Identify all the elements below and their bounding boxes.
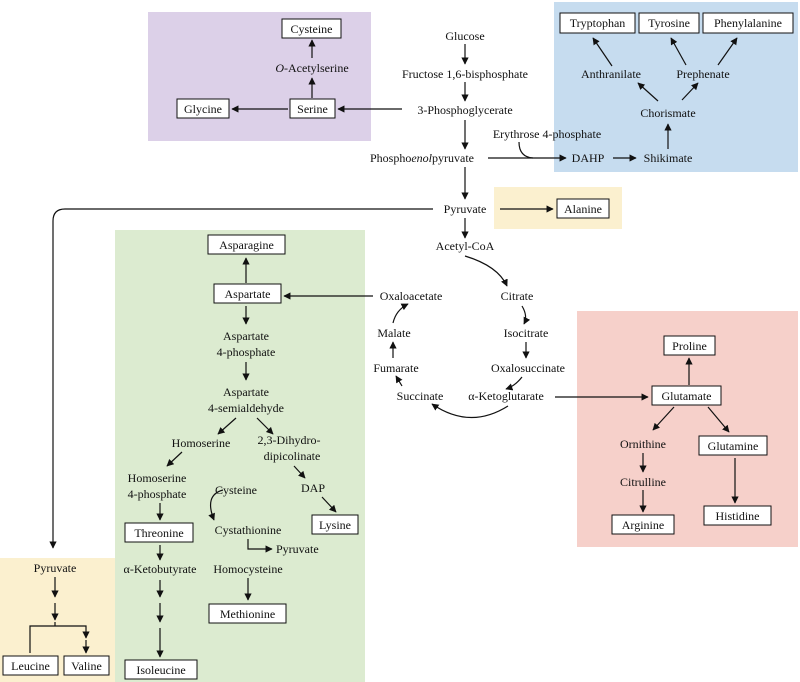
o-acetylserine-prefix: O <box>275 61 284 75</box>
phosphoglycerate-label: 3-Phosphoglycerate <box>417 103 512 117</box>
amino-acid-labels: Cysteine Glycine Serine Tryptophan Tyros… <box>11 16 782 677</box>
threonine-label: Threonine <box>134 526 183 540</box>
aspartate-label: Aspartate <box>225 287 271 301</box>
aspartate-phosphate-label-line1: Aspartate <box>223 329 269 343</box>
isocitrate-label: Isocitrate <box>504 326 549 340</box>
o-acetylserine-suffix: -Acetylserine <box>284 61 349 75</box>
threonine-box <box>124 522 194 543</box>
tryptophan-label: Tryptophan <box>570 16 626 30</box>
ornithine-label: Ornithine <box>620 437 666 451</box>
isoleucine-box <box>124 659 198 680</box>
cysteine-label: Cysteine <box>291 22 333 36</box>
serine-box <box>289 98 336 119</box>
cysteine-substrate-label: Cysteine <box>215 483 257 497</box>
pep-italic: enol <box>411 151 432 165</box>
proline-box <box>663 335 716 356</box>
fumarate-label: Fumarate <box>373 361 418 375</box>
o-acetylserine-label: O-Acetylserine <box>275 61 348 75</box>
lysine-box <box>311 514 359 535</box>
homoserine-phosphate-label-line1: Homoserine <box>128 471 187 485</box>
metabolite-labels: Glucose Fructose 1,6-bisphosphate 3-Phos… <box>34 29 730 576</box>
succinate-label: Succinate <box>397 389 444 403</box>
histidine-box <box>703 505 772 526</box>
ketoglutarate-label: α-Ketoglutarate <box>468 389 544 403</box>
chorismate-label: Chorismate <box>640 106 695 120</box>
homoserine-label: Homoserine <box>172 436 231 450</box>
anthranilate-label: Anthranilate <box>581 67 641 81</box>
glutamate-box <box>651 385 722 406</box>
oxaloacetate-label: Oxaloacetate <box>380 289 443 303</box>
alanine-label: Alanine <box>564 202 602 216</box>
asparagine-label: Asparagine <box>219 238 274 252</box>
leucine-label: Leucine <box>11 659 50 673</box>
phosphoenolpyruvate-label: Phosphoenolpyruvate <box>370 151 474 165</box>
glucose-label: Glucose <box>445 29 484 43</box>
ketobutyrate-label: α-Ketobutyrate <box>124 562 197 576</box>
malate-label: Malate <box>377 326 410 340</box>
lysine-label: Lysine <box>319 518 351 532</box>
asparagine-box <box>207 234 286 255</box>
valine-box <box>63 655 110 676</box>
arginine-label: Arginine <box>622 518 664 532</box>
dihydrodipicolinate-label-line1: 2,3-Dihydro- <box>258 433 321 447</box>
dihydrodipicolinate-label-line2: dipicolinate <box>264 449 321 463</box>
prephenate-label: Prephenate <box>676 67 729 81</box>
pathway-arrows <box>29 37 739 658</box>
aspartate-semialdehyde-label-line2: 4-semialdehyde <box>208 401 284 415</box>
proline-label: Proline <box>672 339 707 353</box>
arginine-box <box>611 514 675 535</box>
erythrose-phosphate-label: Erythrose 4-phosphate <box>493 127 601 141</box>
fructose-bisphosphate-label: Fructose 1,6-bisphosphate <box>402 67 528 81</box>
valine-label: Valine <box>71 659 102 673</box>
methionine-box <box>208 603 287 624</box>
isoleucine-label: Isoleucine <box>136 663 185 677</box>
tyrosine-label: Tyrosine <box>648 16 690 30</box>
leucine-box <box>2 655 59 676</box>
glutamine-label: Glutamine <box>708 439 759 453</box>
shikimate-label: Shikimate <box>644 151 693 165</box>
pep-suffix: pyruvate <box>432 151 474 165</box>
tryptophan-box <box>559 12 636 34</box>
citrate-label: Citrate <box>501 289 534 303</box>
glycine-label: Glycine <box>184 102 222 116</box>
citrulline-label: Citrulline <box>620 475 666 489</box>
oxalosuccinate-label: Oxalosuccinate <box>491 361 565 375</box>
cystathionine-label: Cystathionine <box>215 523 282 537</box>
acetyl-coa-label: Acetyl-CoA <box>436 239 495 253</box>
homoserine-phosphate-label-line2: 4-phosphate <box>128 487 187 501</box>
homocysteine-label: Homocysteine <box>213 562 282 576</box>
glycine-box <box>176 98 230 119</box>
pyruvate-lower-label: Pyruvate <box>34 561 77 575</box>
methionine-label: Methionine <box>220 607 275 621</box>
serine-label: Serine <box>297 102 328 116</box>
histidine-label: Histidine <box>716 509 760 523</box>
aspartate-box <box>213 283 282 304</box>
amino-acid-boxes <box>2 12 794 680</box>
aspartate-phosphate-label-line2: 4-phosphate <box>217 345 276 359</box>
glutamine-box <box>698 435 768 456</box>
phenylalanine-label: Phenylalanine <box>714 16 782 30</box>
dap-label: DAP <box>301 481 325 495</box>
phenylalanine-box <box>702 12 794 34</box>
pyruvate-label: Pyruvate <box>444 202 487 216</box>
cysteine-box <box>281 18 342 39</box>
dahp-label: DAHP <box>572 151 605 165</box>
pep-prefix: Phospho <box>370 151 411 165</box>
tyrosine-box <box>638 12 700 34</box>
glutamate-label: Glutamate <box>662 389 712 403</box>
pyruvate-side-label: Pyruvate <box>276 542 319 556</box>
aspartate-semialdehyde-label-line1: Aspartate <box>223 385 269 399</box>
alanine-box <box>556 198 610 219</box>
